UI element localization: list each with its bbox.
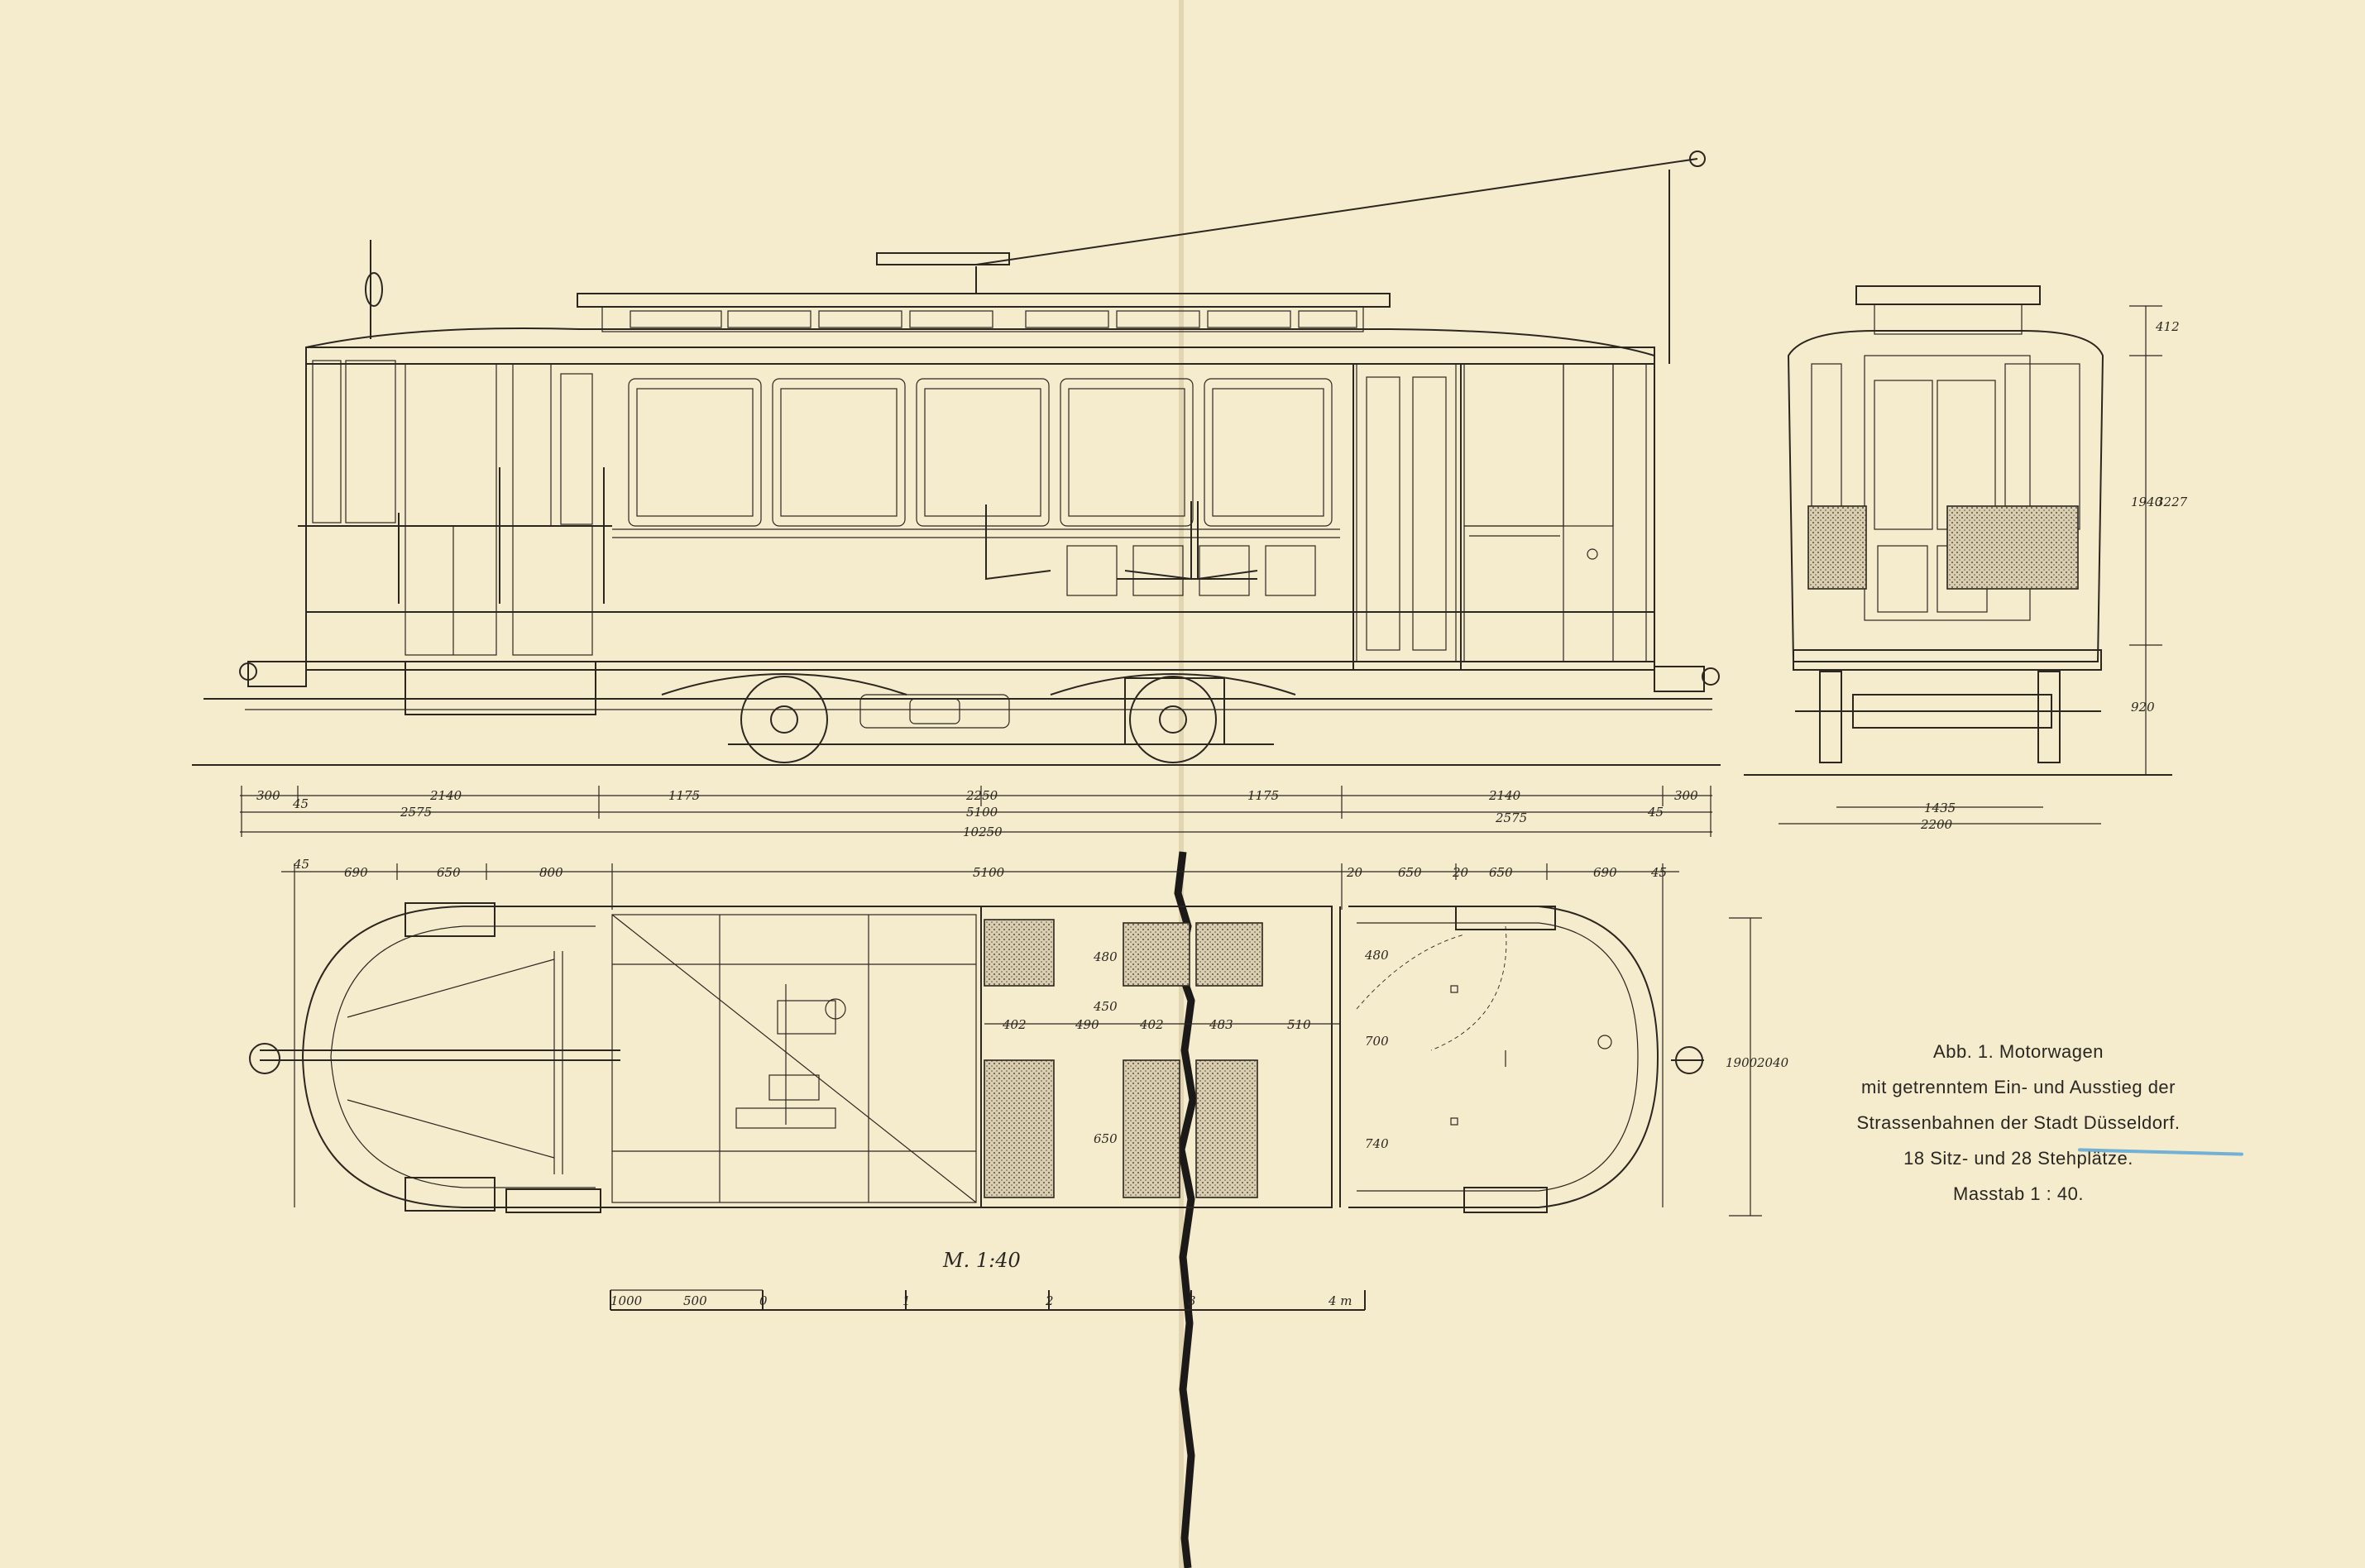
plan-view <box>249 902 1704 1213</box>
dim-side-4: 2250 <box>965 788 998 803</box>
dim-plan-1: 690 <box>344 865 368 880</box>
dim-end-2200: 2200 <box>1920 817 1953 832</box>
dim-depth-0: 480 <box>1093 949 1118 964</box>
side-view-dimensions: 300 45 2140 1175 2250 1175 2140 45 300 2… <box>240 786 1712 839</box>
dim-end-1435: 1435 <box>1924 801 1956 815</box>
dim-side-3: 1175 <box>668 788 700 803</box>
dim-end-920: 920 <box>2131 700 2155 715</box>
dim-plan-right-0: 1900 <box>1726 1055 1758 1070</box>
scale-tick-0: 1000 <box>610 1293 643 1308</box>
dim-side-row2c: 2575 <box>1495 810 1527 825</box>
dim-side-5: 1175 <box>1247 788 1279 803</box>
scale-bar: 1000 500 0 1 2 3 4 m <box>610 1289 1366 1311</box>
dim-side-7: 45 <box>1647 805 1664 820</box>
scale-tick-4: 2 <box>1045 1293 1054 1308</box>
dim-plan-9: 690 <box>1593 865 1617 880</box>
side-view <box>192 151 1721 766</box>
dim-end-412: 412 <box>2155 319 2180 334</box>
plan-seats <box>984 919 1263 1198</box>
dim-side-2: 2140 <box>429 788 462 803</box>
end-view: 1435 2200 412 1940 3227 920 <box>1744 285 2188 832</box>
dim-depth-1: 450 <box>1093 999 1118 1014</box>
caption-line-1: Abb. 1. Motorwagen <box>1933 1041 2104 1062</box>
figure-caption: Abb. 1. Motorwagen mit getrenntem Ein- u… <box>1779 1034 2258 1212</box>
dim-plan-3: 800 <box>539 865 563 880</box>
dim-side-overall: 10250 <box>963 825 1003 839</box>
dim-side-1: 45 <box>292 796 309 811</box>
dim-plan-5: 20 <box>1346 865 1363 880</box>
dim-seat-4: 510 <box>1287 1017 1311 1032</box>
dim-depth-3: 740 <box>1365 1136 1389 1151</box>
dim-side-6: 2140 <box>1488 788 1521 803</box>
dim-side-row2b: 5100 <box>966 805 998 820</box>
dim-plan-0: 45 <box>293 857 309 872</box>
dim-seat-1: 490 <box>1075 1017 1099 1032</box>
dim-side-8: 300 <box>1674 788 1698 803</box>
dim-end-3227: 3227 <box>2156 495 2188 509</box>
scale-label: M. 1:40 <box>943 1249 1021 1272</box>
scale-tick-6: 4 m <box>1328 1293 1352 1308</box>
caption-line-2: mit getrenntem Ein- und Ausstieg der <box>1861 1077 2176 1097</box>
scale-tick-3: 1 <box>902 1293 911 1308</box>
plan-view-dimensions: 45 690 650 800 5100 20 650 20 650 690 45… <box>281 857 1789 1217</box>
dim-side-row2a: 2575 <box>400 805 432 820</box>
dim-plan-10: 45 <box>1650 865 1667 880</box>
scale-tick-2: 0 <box>759 1293 768 1308</box>
dim-plan-right-1: 2040 <box>1756 1055 1789 1070</box>
dim-seat-0: 402 <box>1002 1017 1027 1032</box>
dim-side-0: 300 <box>256 788 280 803</box>
dim-plan-4: 5100 <box>973 865 1005 880</box>
dim-depth-4: 700 <box>1365 1034 1389 1049</box>
dim-plan-8: 650 <box>1489 865 1513 880</box>
dim-depth-2: 650 <box>1094 1131 1118 1146</box>
scale-tick-1: 500 <box>683 1293 707 1308</box>
dim-plan-6: 650 <box>1398 865 1422 880</box>
caption-line-3: Strassenbahnen der Stadt Düsseldorf. <box>1856 1112 2181 1133</box>
dim-plan-2: 650 <box>437 865 461 880</box>
caption-line-5: Masstab 1 : 40. <box>1953 1183 2084 1204</box>
scale-tick-5: 3 <box>1188 1293 1196 1308</box>
dim-seat-2: 402 <box>1139 1017 1164 1032</box>
dim-depth-5: 480 <box>1364 948 1389 963</box>
caption-line-4: 18 Sitz- und 28 Stehplätze. <box>1903 1148 2133 1169</box>
dim-end-1940: 1940 <box>2131 495 2163 509</box>
dim-seat-3: 483 <box>1209 1017 1233 1032</box>
dim-plan-7: 20 <box>1452 865 1469 880</box>
